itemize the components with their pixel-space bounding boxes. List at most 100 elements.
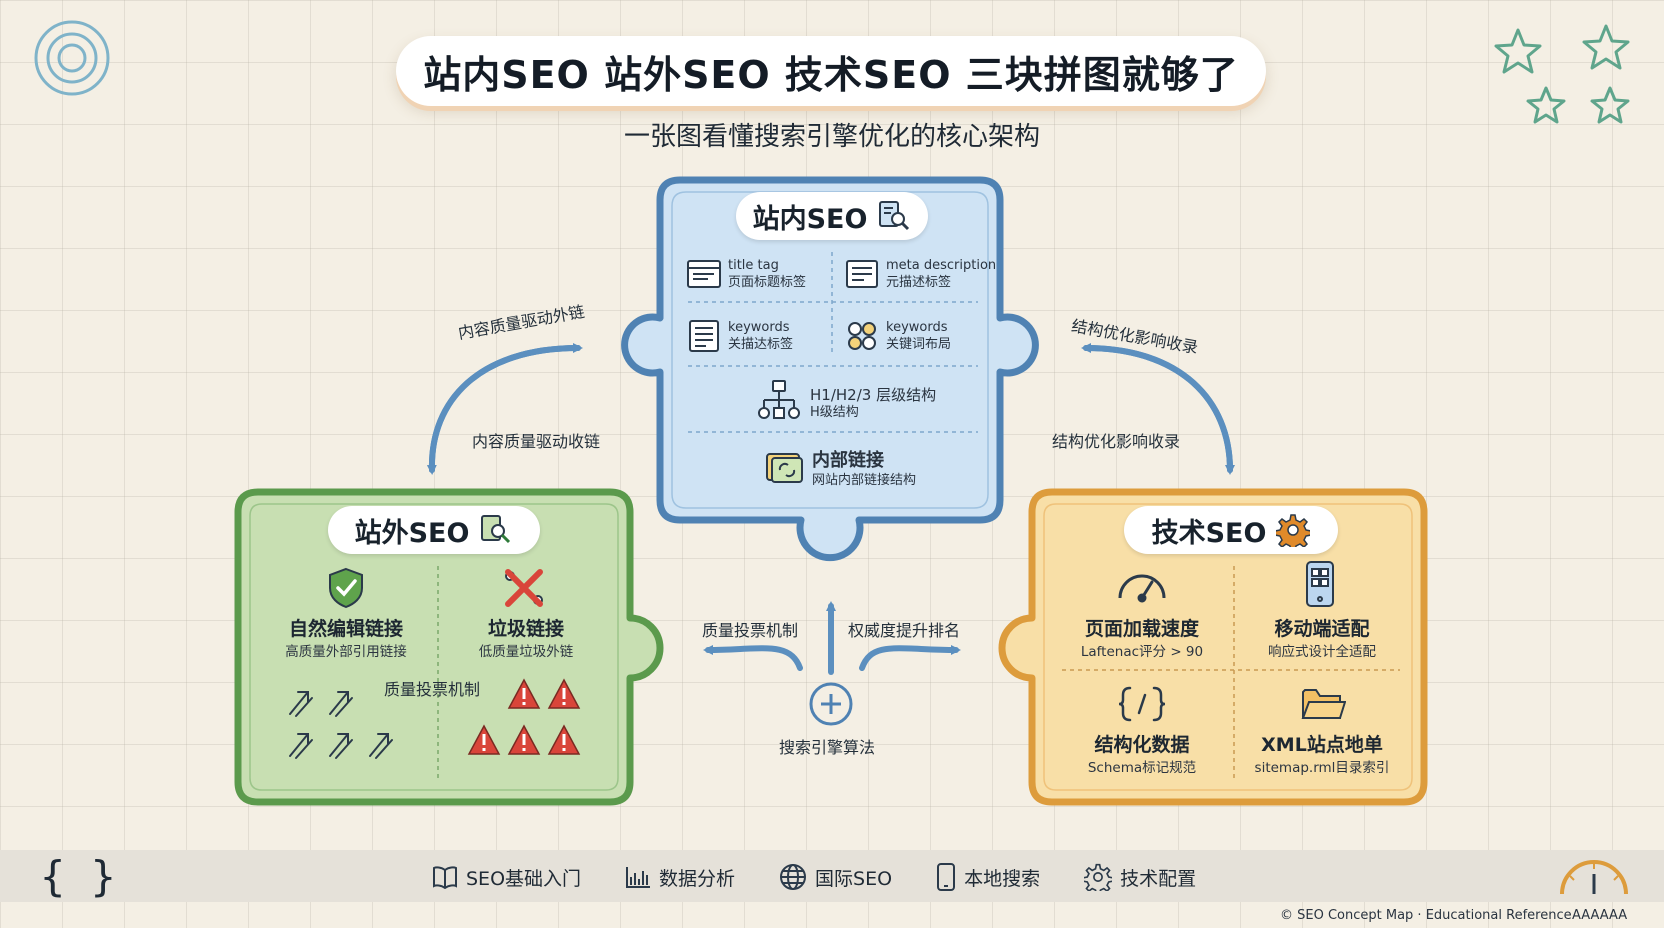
page-title: 站内SEO 站外SEO 技术SEO 三块拼图就够了: [396, 36, 1266, 106]
gauge-icon: [1560, 860, 1628, 895]
technical-item-sub: Laftenac评分 > 90: [1080, 644, 1204, 660]
speedometer-icon: [1118, 574, 1166, 603]
item-zh: H级结构: [810, 405, 859, 420]
connector-label-mid-right: 结构优化影响收录: [1052, 432, 1181, 451]
arrow-center-left: [703, 644, 803, 671]
phone-icon: [937, 863, 956, 891]
onpage-item-title-tag: title tag 页面标题标签: [728, 258, 806, 291]
technical-item-sub: 响应式设计全适配: [1268, 644, 1376, 660]
arrow-up-icon: [369, 733, 393, 759]
item-en: H1/H2/3 层级结构: [810, 386, 937, 404]
technical-item-sub: Schema标记规范: [1087, 760, 1197, 776]
onpage-item-keywords-layout: keywords 关键词布局: [886, 320, 951, 353]
technical-item-sub: sitemap.rml目录索引: [1254, 760, 1390, 776]
internal-link-icon: [766, 453, 803, 483]
offpage-mechanism-label: 质量投票机制: [384, 680, 481, 699]
item-en: 内部链接: [812, 450, 884, 471]
footer-nav-tech-config[interactable]: 技术配置: [1084, 862, 1196, 892]
technical-item-title: 页面加载速度: [1084, 618, 1199, 640]
offpage-title: 站外SEO: [354, 517, 470, 549]
star-icon: [1590, 86, 1630, 124]
technical-header: 技术SEO: [1124, 506, 1338, 554]
star-icon: [1526, 86, 1566, 124]
star-icon: [1582, 24, 1630, 70]
gear-icon: [1276, 514, 1311, 547]
onpage-item-keywords-tag: keywords 关描达标签: [728, 320, 793, 353]
arrow-technical-to-onpage: [1081, 343, 1233, 473]
technical-item-title: XML站点地单: [1261, 734, 1383, 756]
arrow-up-icon: [329, 691, 353, 717]
technical-item-title: 移动端适配: [1274, 618, 1370, 640]
keyword-cluster-icon: [848, 322, 876, 350]
offpage-header: 站外SEO: [328, 506, 540, 554]
connector-label-mid-left: 内容质量驱动收链: [472, 432, 601, 451]
warning-icon: [547, 678, 581, 709]
arrow-up-icon: [289, 733, 313, 759]
footer-nav: SEO基础入门 数据分析 国际SEO 本地搜索 技术配置: [432, 862, 1196, 892]
warning-icon: [507, 678, 541, 709]
warning-icon: [547, 724, 581, 755]
code-braces-icon: [1118, 686, 1166, 722]
footer-nav-label: 本地搜索: [964, 867, 1041, 890]
connector-label-center-left: 质量投票机制: [702, 621, 799, 640]
browser-icon: [687, 260, 721, 288]
technical-title: 技术SEO: [1151, 517, 1267, 549]
offpage-bad-sub: 低质量垃圾外链: [478, 644, 574, 660]
footer-nav-label: SEO基础入门: [466, 867, 582, 890]
notepad-icon: [689, 320, 719, 352]
onpage-item-internal-links: 内部链接 网站内部链接结构: [812, 450, 916, 489]
shield-check-icon: [329, 567, 363, 609]
onpage-item-meta-description: meta description 元描述标签: [886, 258, 996, 291]
connector-label-center: 搜索引擎算法: [779, 738, 876, 757]
item-zh: 关键词布局: [886, 337, 952, 352]
item-en: title tag: [728, 258, 779, 273]
star-icon: [1494, 28, 1542, 74]
item-zh: 页面标题标签: [728, 275, 807, 290]
footer-nav-label: 国际SEO: [815, 867, 893, 890]
footer-nav-data-analysis[interactable]: 数据分析: [625, 862, 735, 892]
cross-icon: [505, 569, 543, 607]
arrow-up-icon: [289, 691, 313, 717]
footer-nav-local-search[interactable]: 本地搜索: [936, 862, 1040, 892]
footer-code: AAAAAA: [1572, 908, 1628, 923]
document-search-icon: [481, 515, 511, 544]
code-braces-icon: { }: [40, 852, 116, 901]
arrow-center-right: [859, 644, 961, 671]
item-zh: 网站内部链接结构: [812, 473, 917, 488]
folder-icon: [1301, 689, 1346, 719]
footer-nav-seo-basics[interactable]: SEO基础入门: [432, 862, 581, 892]
item-en: keywords: [886, 320, 948, 335]
footer-bar: [0, 850, 1664, 902]
offpage-good-sub: 高质量外部引用链接: [285, 644, 407, 660]
warning-group: [467, 678, 581, 755]
link-arrows-group: [289, 691, 393, 759]
mobile-icon: [1306, 561, 1334, 607]
offpage-bad-title: 垃圾链接: [487, 618, 564, 640]
bar-chart-icon: [626, 867, 651, 888]
footer-copyright: © SEO Concept Map · Educational Referenc…: [1280, 908, 1572, 923]
offpage-good-title: 自然编辑链接: [288, 618, 403, 640]
onpage-title: 站内SEO: [752, 203, 868, 235]
plus-circle-icon: [809, 682, 853, 726]
target-icon: [34, 20, 110, 96]
warning-icon: [467, 724, 501, 755]
footer-nav-international-seo[interactable]: 国际SEO: [779, 862, 892, 892]
document-search-icon: [879, 201, 910, 231]
hierarchy-icon: [758, 380, 800, 419]
page-subtitle: 一张图看懂搜索引擎优化的核心架构: [623, 122, 1040, 152]
onpage-header: 站内SEO: [736, 192, 928, 240]
item-en: meta description: [886, 258, 997, 273]
settings-icon: [1084, 863, 1113, 891]
item-zh: 元描述标签: [886, 275, 952, 290]
book-icon: [433, 866, 457, 889]
footer-nav-label: 数据分析: [659, 867, 736, 890]
item-zh: 关描达标签: [728, 337, 794, 352]
arrow-up-icon: [329, 733, 353, 759]
onpage-item-heading-structure: H1/H2/3 层级结构 H级结构: [810, 386, 936, 421]
item-en: keywords: [728, 320, 790, 335]
connector-label-center-right: 权威度提升排名: [848, 621, 961, 640]
globe-icon: [780, 864, 807, 890]
document-icon: [846, 260, 878, 288]
arrow-offpage-to-onpage: [428, 343, 583, 473]
